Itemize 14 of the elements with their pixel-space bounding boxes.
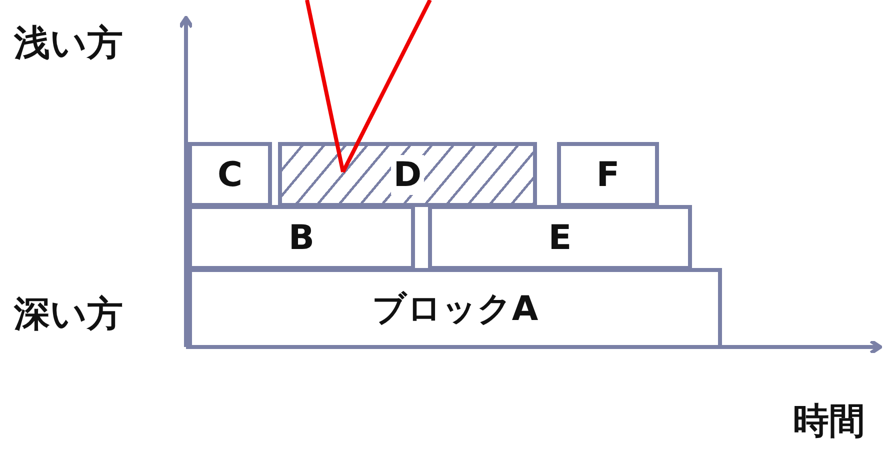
depth-label: 浅い方 xyxy=(14,26,123,62)
block xyxy=(557,142,659,207)
depth-label: 深い方 xyxy=(14,297,123,333)
hatched-block xyxy=(278,142,537,207)
block-label: F xyxy=(596,154,620,194)
block xyxy=(188,205,415,270)
block-label: B xyxy=(288,218,314,258)
block-label: ブロックA xyxy=(372,288,538,330)
block xyxy=(428,205,692,270)
block-label: D xyxy=(391,154,424,194)
block-label: E xyxy=(548,218,572,258)
axis-label: 時間 xyxy=(793,404,865,440)
block-label: C xyxy=(218,154,242,194)
block xyxy=(188,142,272,207)
